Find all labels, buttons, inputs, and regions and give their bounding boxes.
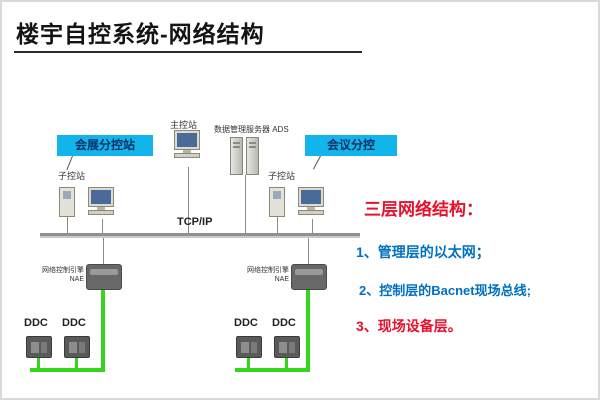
title-underline: [14, 51, 362, 53]
nae-label-line1: 网络控制引擎: [247, 267, 289, 274]
screen: [91, 190, 111, 204]
fieldbus-stub: [75, 357, 78, 369]
nae-label-line2: NAE: [274, 276, 289, 283]
data-server-label: 数据管理服务器 ADS: [214, 125, 289, 134]
ddc-label: DDC: [24, 317, 48, 329]
exhibition-substation-label: 会展分控站: [57, 135, 153, 156]
ddc-device-icon: [64, 336, 90, 358]
controller-device-icon: [269, 187, 285, 217]
monitor: [298, 187, 324, 207]
stand: [183, 150, 191, 153]
screen: [177, 133, 197, 147]
monitor: [88, 187, 114, 207]
ddc-device-icon: [236, 336, 262, 358]
base: [88, 210, 114, 215]
nae-left-label: 网络控制引擎 NAE: [40, 266, 84, 284]
connector-line: [67, 217, 68, 233]
sub-station-left-label: 子控站: [58, 171, 86, 181]
controller-device-icon: [59, 187, 75, 217]
ddc-label: DDC: [234, 317, 258, 329]
connector-line: [102, 219, 103, 233]
fieldbus-line: [101, 290, 105, 372]
notes-heading: 三层网络结构：: [364, 200, 483, 219]
connector-line: [308, 238, 309, 264]
screen: [301, 190, 321, 204]
fieldbus-stub: [37, 357, 40, 369]
note-item-2: 2、控制层的Bacnet现场总线;: [359, 283, 531, 298]
main-station-label: 主控站: [170, 120, 198, 130]
note-item-3: 3、现场设备层。: [356, 318, 462, 334]
main-station-computer-icon: [172, 130, 202, 158]
connector-line: [103, 238, 104, 264]
page-title: 楼宇自控系统-网络结构: [16, 21, 265, 47]
monitor: [174, 130, 200, 150]
ddc-label: DDC: [272, 317, 296, 329]
fieldbus-line: [235, 368, 310, 372]
nae-label-line2: NAE: [69, 276, 84, 283]
fieldbus-line: [30, 368, 105, 372]
connector-line: [312, 219, 313, 233]
server-tower-icon: [230, 137, 243, 175]
stand: [307, 207, 315, 210]
sub-station-left-computer-icon: [86, 187, 116, 215]
note-item-1: 1、管理层的以太网；: [356, 244, 490, 260]
fieldbus-stub: [247, 357, 250, 369]
fieldbus-line: [306, 290, 310, 372]
connector-line: [277, 217, 278, 233]
nae-device-icon: [86, 264, 122, 290]
leader-line-left: [66, 155, 73, 171]
connector-line: [188, 167, 189, 233]
base: [298, 210, 324, 215]
ddc-device-icon: [274, 336, 300, 358]
tcpip-label: TCP/IP: [177, 216, 213, 228]
stand: [97, 207, 105, 210]
ddc-device-icon: [26, 336, 52, 358]
server-tower-icon: [246, 137, 259, 175]
ethernet-bus-line: [40, 233, 360, 238]
connector-line: [245, 175, 246, 233]
sub-station-right-computer-icon: [296, 187, 326, 215]
nae-label-line1: 网络控制引擎: [42, 267, 84, 274]
nae-right-label: 网络控制引擎 NAE: [245, 266, 289, 284]
fieldbus-stub: [285, 357, 288, 369]
nae-device-icon: [291, 264, 327, 290]
ddc-label: DDC: [62, 317, 86, 329]
base: [174, 153, 200, 158]
meeting-substation-label: 会议分控: [305, 135, 397, 156]
leader-line-right: [313, 155, 321, 170]
sub-station-right-label: 子控站: [268, 171, 296, 181]
